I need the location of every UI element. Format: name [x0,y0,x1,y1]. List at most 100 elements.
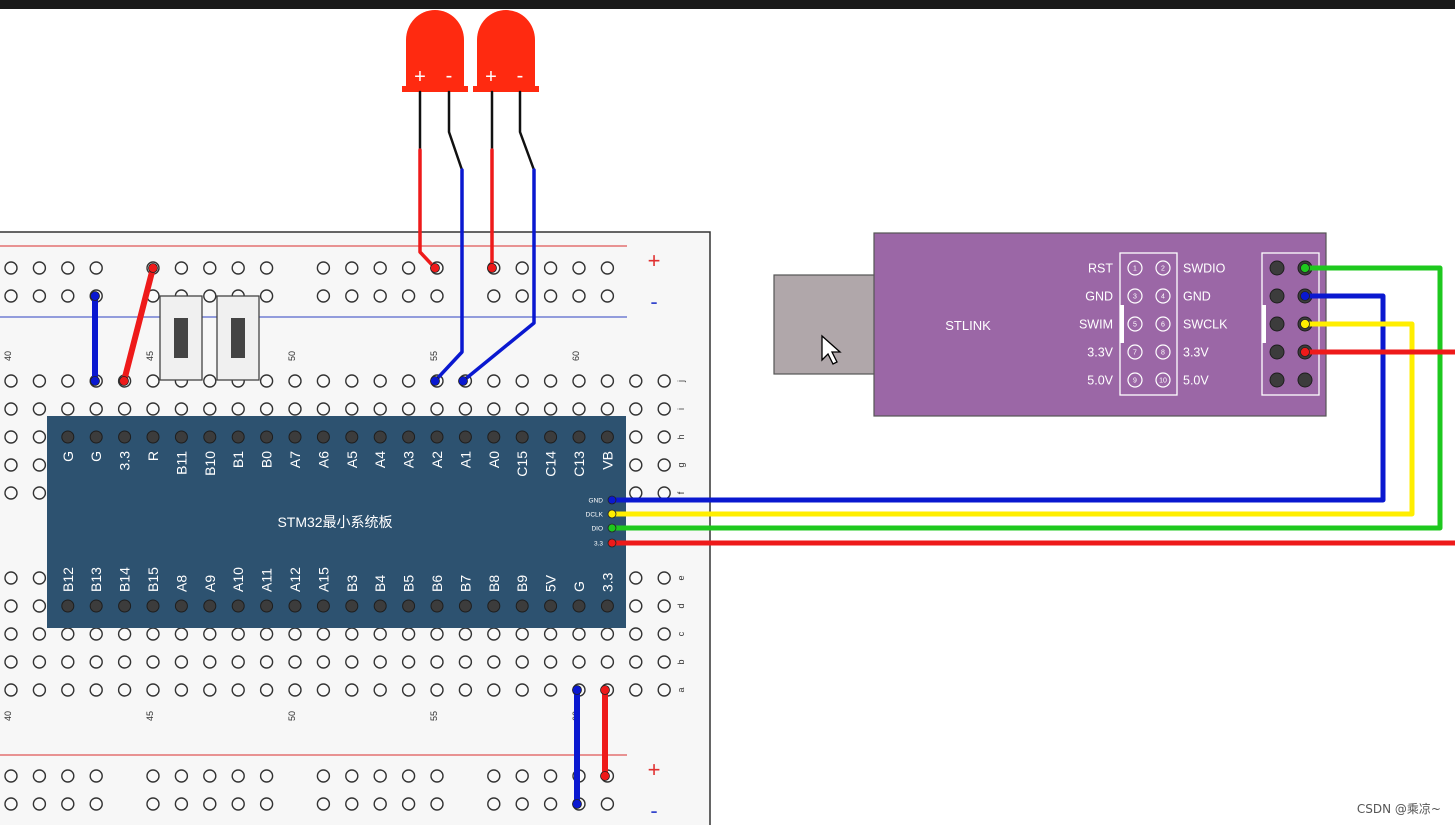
breadboard-hole [90,656,102,668]
breadboard-hole [459,403,471,415]
rail-hole [403,798,415,810]
rail-hole [488,290,500,302]
stlink-right-label: SWCLK [1183,318,1228,332]
breadboard-hole [374,628,386,640]
rail-hole [601,798,613,810]
stlink-output-pin [1270,289,1284,303]
stlink-pin-number: 5 [1133,322,1137,329]
push-button-1[interactable] [160,296,202,380]
column-number: 40 [3,351,13,361]
breadboard-hole [147,375,159,387]
stm32-pin [62,600,74,612]
rail-hole [261,798,273,810]
stm32-top-pin-label: A6 [315,451,331,468]
row-letter: c [676,631,686,636]
wire-end-dot [1301,348,1310,357]
column-number: 55 [429,711,439,721]
stm32-bottom-pin-label: 3.3 [599,572,615,592]
stlink-pin-number: 8 [1161,350,1165,357]
breadboard-hole [175,684,187,696]
rail-hole [374,770,386,782]
breadboard-hole [658,628,670,640]
push-button-2[interactable] [217,296,259,380]
bottom-plus-label: + [648,757,661,782]
led2-minus-leg [520,92,534,170]
stm32-pin [346,600,358,612]
breadboard-hole [33,684,45,696]
stm32-bottom-pin-label: A10 [230,567,246,592]
stm32-bottom-pin-label: B5 [401,575,417,592]
led-minus-label: - [517,65,524,87]
stm32-pin [147,431,159,443]
stlink-left-label: 3.3V [1087,346,1113,360]
stm32-bottom-pin-label: B9 [514,575,530,592]
usb-connector [774,275,875,374]
top-minus-label: - [650,289,657,314]
stlink-right-label: 3.3V [1183,346,1209,360]
breadboard-hole [119,656,131,668]
stlink-pin-number: 9 [1133,378,1137,385]
stm32-pin [545,431,557,443]
rail-hole [33,798,45,810]
stm32-pin [204,431,216,443]
breadboard-hole [289,684,301,696]
stm32-debug-label: 3.3 [594,541,603,548]
rail-hole [62,290,74,302]
rail-hole [175,798,187,810]
led1-minus-leg [449,92,462,170]
wire-end-dot [91,377,100,386]
breadboard-hole [431,656,443,668]
breadboard-hole [374,403,386,415]
stm32-debug-label: DIO [591,526,603,533]
row-letter: h [676,434,686,439]
stm32-bottom-pin-label: A12 [287,567,303,592]
stm32-top-pin-label: A2 [429,451,445,468]
breadboard-hole [317,628,329,640]
breadboard-hole [488,656,500,668]
rail-hole [62,770,74,782]
breadboard-hole [545,375,557,387]
breadboard-hole [147,628,159,640]
stlink-output-pin [1270,261,1284,275]
stlink-title: STLINK [945,318,991,333]
stm32-pin [431,431,443,443]
wire-end-dot [431,377,440,386]
rail-hole [261,262,273,274]
stm32-pin [62,431,74,443]
breadboard-hole [658,375,670,387]
rail-hole [545,770,557,782]
breadboard-hole [658,403,670,415]
breadboard-hole [658,684,670,696]
breadboard-hole [403,656,415,668]
led-rim [473,86,539,92]
rail-hole [232,798,244,810]
stm32-pin [403,431,415,443]
breadboard-hole [516,656,528,668]
breadboard-hole [630,572,642,584]
breadboard-hole [346,684,358,696]
breadboard-hole [289,656,301,668]
breadboard-hole [658,487,670,499]
breadboard-hole [601,656,613,668]
row-letter: b [676,659,686,664]
breadboard-hole [630,628,642,640]
stm32-top-pin-label: A3 [401,451,417,468]
stm32-top-pin-label: R [145,451,161,461]
rail-hole [204,262,216,274]
rail-hole [317,262,329,274]
stm32-top-pin-label: C15 [514,451,530,477]
breadboard-hole [62,656,74,668]
stm32-pin [119,431,131,443]
breadboard-hole [431,628,443,640]
rail-hole [317,290,329,302]
rail-hole [5,798,17,810]
breadboard-hole [62,403,74,415]
rail-hole [261,770,273,782]
header-key-notch [1262,305,1266,343]
stm32-top-pin-label: 3.3 [117,451,133,471]
stm32-bottom-pin-label: B4 [372,575,388,592]
rail-hole [90,262,102,274]
breadboard-hole [232,403,244,415]
breadboard-hole [147,656,159,668]
